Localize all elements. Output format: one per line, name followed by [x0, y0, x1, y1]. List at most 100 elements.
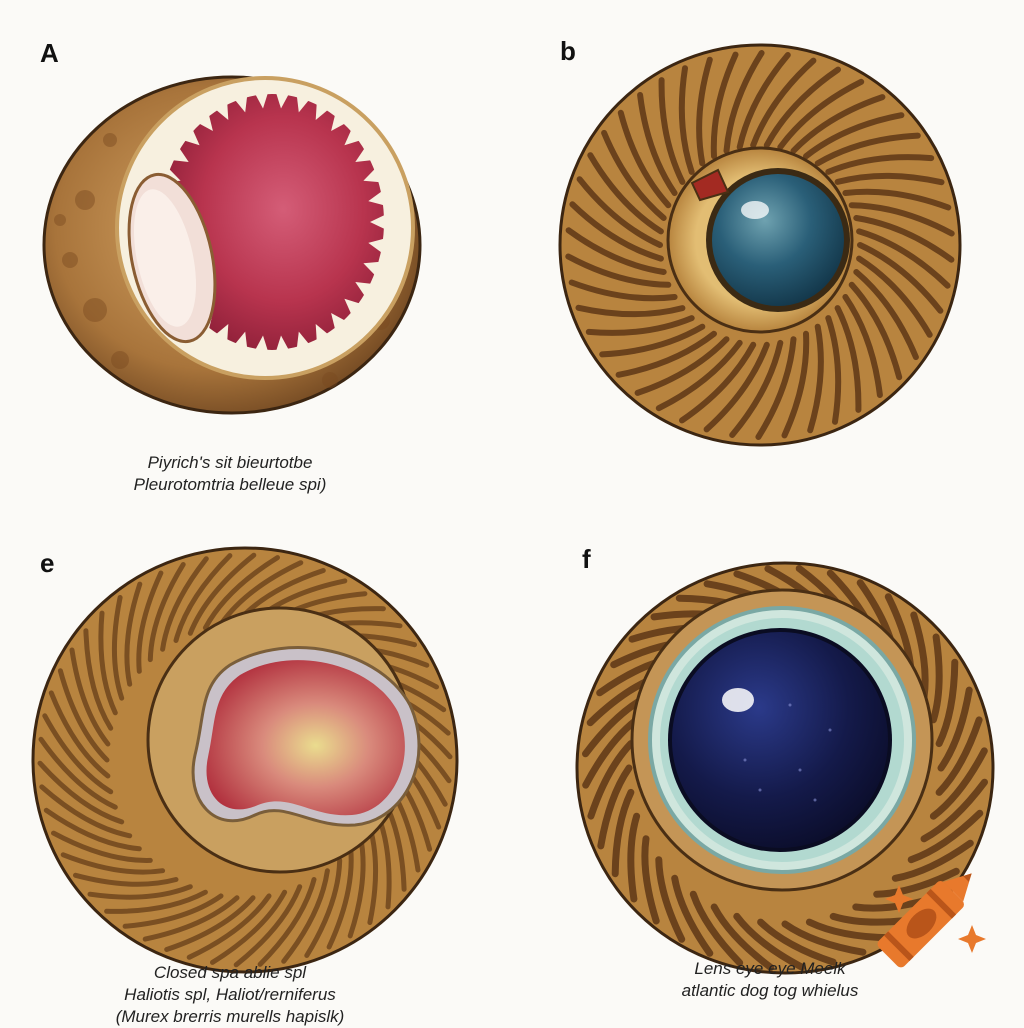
shell-rib: [763, 66, 841, 149]
shell-rib: [757, 918, 837, 966]
shell-rib: [565, 227, 667, 275]
shell-rib: [38, 736, 118, 810]
shell-rib: [124, 581, 143, 687]
shell-rib: [658, 77, 686, 185]
shell-rib: [857, 242, 944, 314]
shell-rib: [842, 188, 952, 211]
shell-rib: [637, 92, 678, 196]
shell-rib: [187, 552, 257, 636]
shell-rib: [257, 877, 317, 967]
shell-rib: [781, 330, 810, 439]
shell-rib: [729, 339, 784, 438]
flesh-tooth: [169, 145, 189, 162]
shell-rib: [202, 555, 280, 631]
shell-rib: [281, 868, 330, 964]
shell-rib: [186, 893, 272, 960]
shell-rib: [703, 341, 770, 433]
flesh-tooth: [253, 90, 269, 109]
flesh-tooth: [181, 127, 200, 146]
shell-rib: [634, 336, 730, 396]
shell-rib: [569, 201, 664, 262]
shell-rib: [73, 872, 179, 887]
shell-rib: [935, 658, 959, 748]
shell-rib: [597, 764, 633, 850]
shell-rib: [891, 839, 974, 882]
shell-rib: [834, 172, 945, 186]
panel-a-caption: Piyrich's sit bieurtotbe Pleurotomtria b…: [60, 452, 400, 496]
shell-rib: [696, 56, 713, 167]
flesh-tooth: [275, 335, 291, 354]
shell-rib: [218, 560, 304, 627]
panel-a-shell: [42, 75, 422, 415]
shell-rib: [210, 889, 288, 965]
panel-b-shell: [558, 43, 962, 447]
shell-rib: [615, 330, 717, 378]
shell-rib: [326, 846, 354, 950]
shell-rib: [807, 323, 824, 434]
flesh-tooth: [331, 313, 348, 333]
flesh-tooth: [315, 324, 331, 344]
shell-rib: [937, 686, 973, 772]
shell-rib: [83, 628, 114, 731]
shell-rib: [848, 202, 955, 237]
shell-rib: [935, 716, 983, 796]
shell-rib: [582, 716, 641, 789]
flesh-tooth: [355, 282, 375, 299]
shell-rib: [842, 294, 883, 398]
shell-rib: [750, 57, 817, 149]
panel-a-letter: A: [40, 38, 59, 68]
shell-rib: [655, 339, 743, 412]
shell-rib: [173, 553, 233, 643]
shell-rib: [678, 65, 695, 175]
shell-rib: [611, 788, 635, 878]
crayon-icon: [877, 873, 986, 968]
shell-rib: [164, 895, 256, 952]
shell-rib: [777, 78, 865, 151]
shell-rib: [733, 912, 806, 971]
shell-rib: [920, 778, 988, 843]
shell-rib: [655, 856, 686, 943]
shell-rib: [710, 903, 775, 971]
flesh-tooth: [363, 261, 383, 278]
flesh-tooth: [233, 93, 248, 113]
shell-rib: [848, 281, 903, 381]
caption-line: (Murex brerris murells hapislk): [115, 1007, 345, 1026]
shell-rib: [601, 129, 667, 221]
panel-f-letter: f: [582, 544, 591, 574]
shell-rib: [856, 255, 933, 338]
shell-rib: [142, 895, 240, 942]
flesh-tooth: [344, 298, 363, 317]
shell-rib: [853, 269, 919, 361]
shell-rib: [790, 94, 886, 154]
panel-b-letter: b: [560, 36, 576, 66]
caption-line: Pleurotomtria belleue spi): [133, 475, 327, 494]
flesh-tooth: [370, 213, 388, 231]
shell-rib: [689, 890, 744, 967]
shell-rib: [627, 812, 641, 903]
shell-rib: [585, 315, 695, 336]
shell-rib: [825, 315, 842, 425]
shell-rib: [710, 51, 739, 160]
panel-e-letter: e: [40, 548, 55, 578]
shell-rib: [671, 874, 714, 957]
flesh-tooth: [363, 166, 383, 183]
shell-rib: [929, 747, 988, 820]
shell-rib: [111, 595, 125, 701]
shell-rib: [42, 713, 114, 795]
shell-rib: [853, 215, 955, 263]
shell-rib: [160, 556, 209, 652]
shell-rib: [57, 668, 110, 763]
shell-rib: [814, 132, 921, 167]
flesh-tooth: [233, 331, 248, 351]
shell-rib: [60, 852, 166, 875]
shell-rib: [907, 809, 984, 864]
shell-rib: [147, 562, 186, 663]
caption-line: Haliotis spl, Haliot/rerniferus: [124, 985, 336, 1004]
shell-rib: [873, 867, 960, 898]
flesh-tooth: [368, 189, 388, 207]
shell-rib: [617, 109, 672, 209]
shell-rib: [304, 857, 343, 958]
panel-f-caption: Lens eye eye Meelk atlantic dog tog whie…: [640, 958, 900, 1002]
flesh-tooth: [315, 100, 331, 120]
shell-rib: [781, 920, 867, 956]
